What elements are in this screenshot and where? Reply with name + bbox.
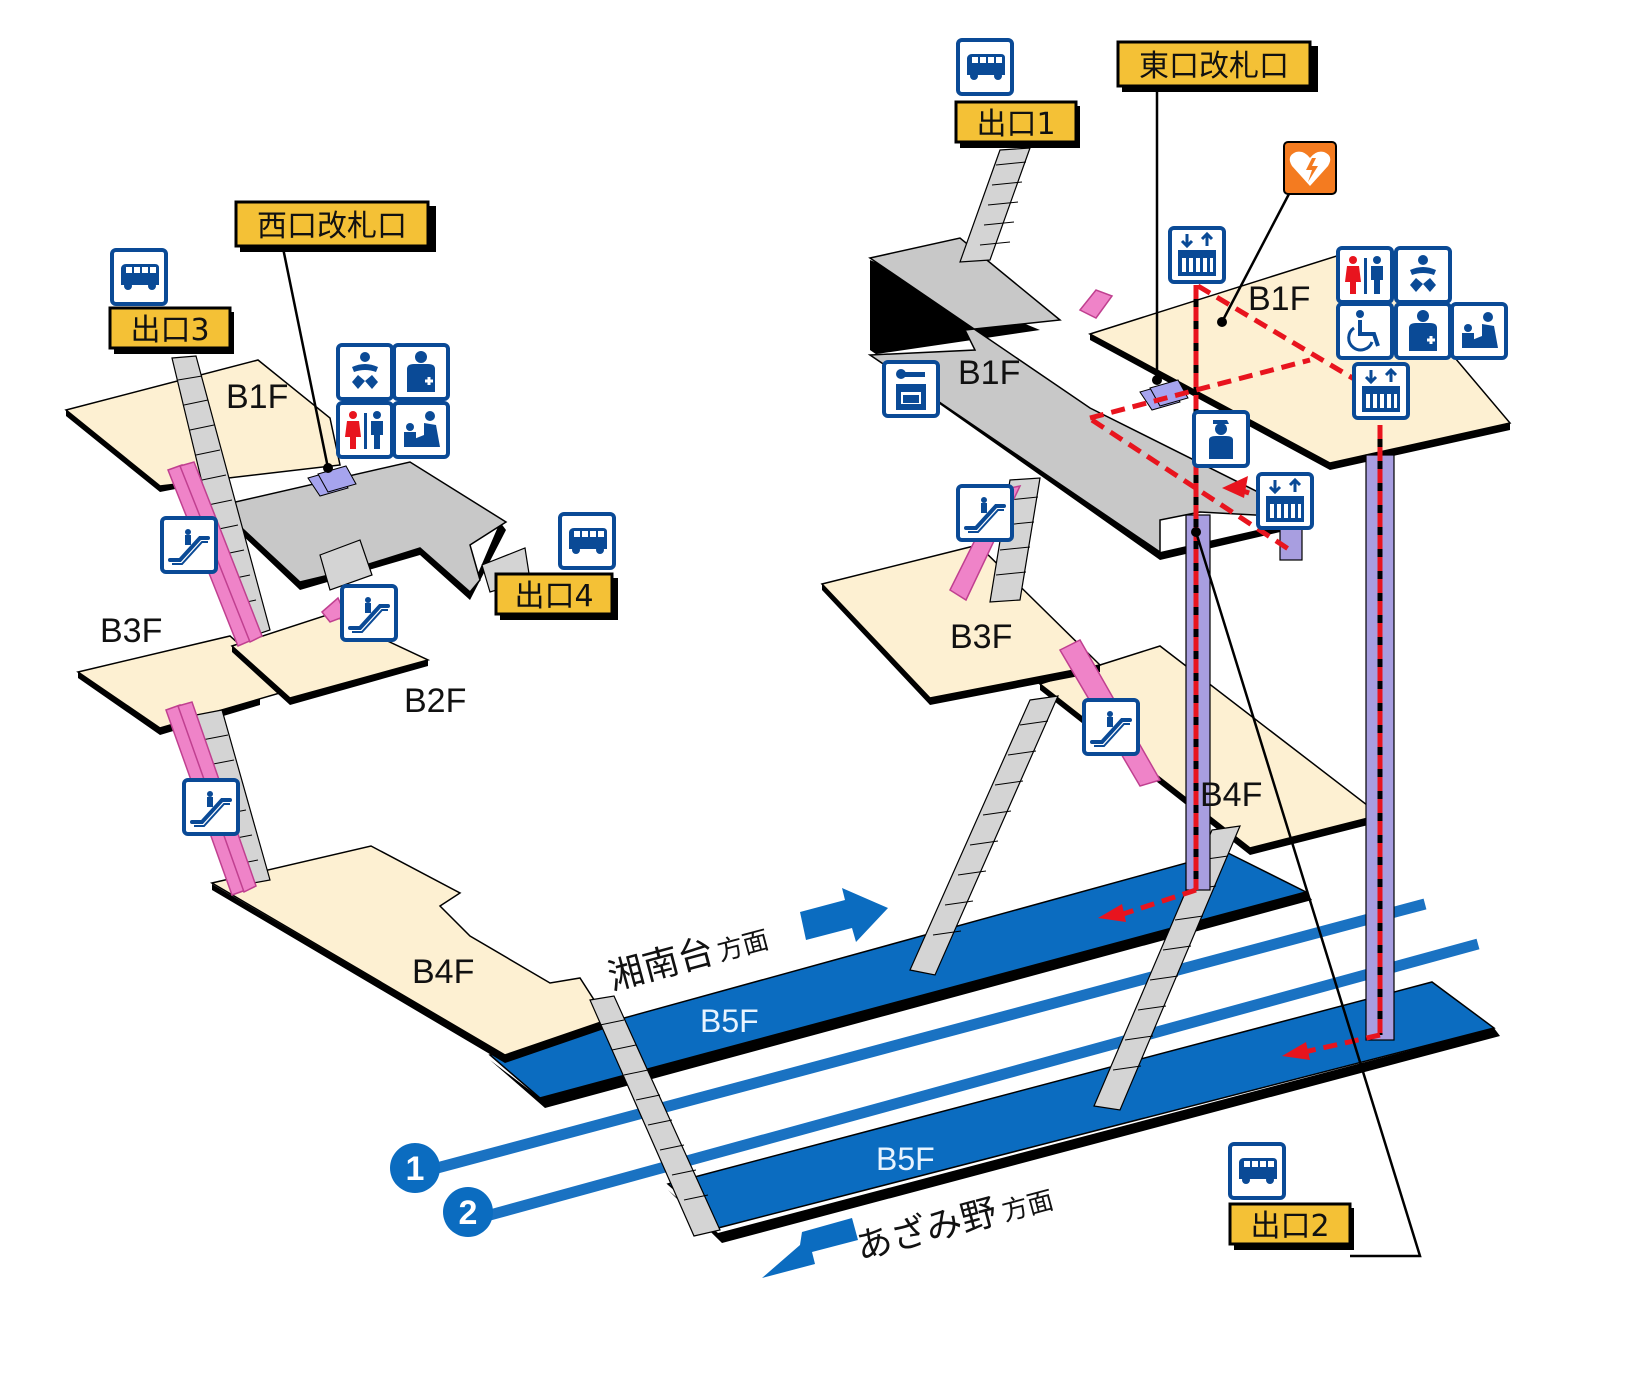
first-aid-icon: [392, 343, 450, 401]
platform-label-lower: B5F: [876, 1141, 935, 1177]
nursing-room-icon: [1450, 302, 1508, 360]
direction-arrow-shonandai: [800, 888, 888, 942]
track-1-number: 1: [406, 1150, 425, 1188]
floor-label-west-b3f: B3F: [100, 612, 162, 650]
direction-shonandai-suffix: 方面: [714, 925, 772, 967]
floor-label-west-b1f: B1F: [226, 378, 288, 416]
west-gate-sign[interactable]: 西口改札口: [234, 200, 436, 252]
track-2-number: 2: [459, 1194, 478, 1232]
route-arrow-upper-platform: [1098, 904, 1126, 922]
escalator-icon: [182, 778, 240, 836]
west-stairs-b4-b5: [589, 995, 721, 1237]
barrier-free-route: [1089, 283, 1383, 1060]
bus-icon: [110, 248, 168, 306]
east-b3f-floor: [820, 544, 1102, 705]
floor-label-east-b4f: B4F: [1200, 776, 1262, 814]
station-staff-icon: [1192, 410, 1250, 468]
exit-1-label: 出口1: [976, 107, 1055, 142]
direction-arrow-azamino: [762, 1218, 858, 1278]
bus-icon: [956, 38, 1014, 96]
escalator-icon: [1082, 698, 1140, 756]
exit-2-sign[interactable]: 出口2: [1228, 1202, 1354, 1250]
route-arrow-b1: [1222, 476, 1248, 498]
toilet-icon: [336, 401, 394, 459]
west-b4f-floor: [209, 845, 609, 1063]
first-aid-icon: [1394, 302, 1452, 360]
track-2-badge: 2: [443, 1187, 493, 1237]
track-1-line: [435, 898, 1427, 1174]
escalator-icon: [956, 484, 1014, 542]
track-2-line: [488, 938, 1480, 1221]
west-gate-label: 西口改札口: [257, 209, 407, 244]
exit-4-label: 出口4: [514, 579, 593, 614]
baby-changing-icon: [1394, 246, 1452, 304]
floor-label-east-b1f-concourse: B1F: [958, 354, 1020, 392]
bus-icon: [1228, 1142, 1286, 1200]
exit-3-label: 出口3: [130, 313, 209, 348]
platform-upper: [488, 851, 1312, 1108]
direction-shonandai-name: 湘南台: [604, 931, 719, 999]
elevator-icon: [1168, 226, 1226, 284]
exit-4-sign[interactable]: 出口4: [494, 572, 618, 620]
floor-label-east-b3f: B3F: [950, 618, 1012, 656]
exit-3-sign[interactable]: 出口3: [108, 306, 234, 354]
track-lines: [435, 898, 1480, 1221]
aed-icon: [1283, 141, 1337, 195]
east-escalator-b1-upper: [1078, 289, 1114, 319]
toilet-icon: [1336, 246, 1394, 304]
west-b2f-floor: [230, 613, 431, 705]
coin-locker-icon: [882, 360, 940, 418]
escalator-icon: [340, 584, 398, 642]
direction-azamino-suffix: 方面: [999, 1185, 1057, 1227]
floor-label-east-b1f: B1F: [1248, 280, 1310, 318]
east-stairs-b1-b3: [989, 477, 1041, 603]
east-stairs-b3-b5: [909, 695, 1059, 976]
nursing-room-icon: [392, 401, 450, 459]
leader-lines: [281, 90, 1422, 1258]
escalator-icon: [160, 516, 218, 574]
floor-label-west-b4f: B4F: [412, 953, 474, 991]
floor-label-west-b2f: B2F: [404, 682, 466, 720]
baby-changing-icon: [336, 343, 394, 401]
platform-label-upper: B5F: [700, 1003, 759, 1039]
bus-icon: [558, 512, 616, 570]
east-gate-sign[interactable]: 東口改札口: [1116, 40, 1318, 92]
exit-1-sign[interactable]: 出口1: [954, 100, 1080, 148]
east-gate-label: 東口改札口: [1139, 49, 1289, 84]
direction-azamino-name: あざみ野: [852, 1192, 1002, 1269]
track-1-badge: 1: [390, 1143, 440, 1193]
elevator-icon: [1256, 472, 1314, 530]
wheelchair-icon: [1336, 302, 1394, 360]
route-arrow-lower-platform: [1282, 1042, 1310, 1060]
east-stairs-exit1: [959, 147, 1031, 263]
exit-2-label: 出口2: [1250, 1209, 1329, 1244]
elevator-icon: [1352, 362, 1410, 420]
west-b1f-concourse: [216, 461, 508, 600]
